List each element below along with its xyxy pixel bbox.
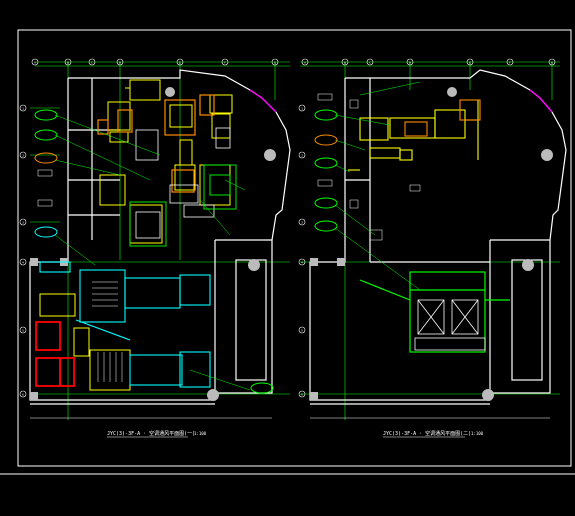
right-column-grid-bubbles: A B C D E F G <box>301 58 556 66</box>
right-row-bubble-5-circle <box>298 326 306 334</box>
left-grid-bubble-B-label: B <box>67 60 69 64</box>
left-equipment-tags <box>34 109 274 394</box>
right-floor-plan <box>300 61 567 420</box>
left-plan-scale: 1:100 <box>194 431 207 436</box>
left-row-bubble-2-circle <box>19 151 27 159</box>
left-grid-bubble-F-circle <box>221 58 229 66</box>
right-row-bubble-3-circle <box>298 218 306 226</box>
right-row-bubble-4-label: 4 <box>301 260 303 264</box>
right-grid-bubble-C-circle <box>366 58 374 66</box>
left-plan-title: JYC(3)-3F-A · 空调通风平面图(一) <box>107 430 195 437</box>
right-row-bubble-3-label: 3 <box>301 220 303 224</box>
left-grid-bubble-B-circle <box>64 58 72 66</box>
right-row-bubble-1-label: 1 <box>301 106 303 110</box>
left-row-bubble-1-label: 1 <box>22 106 24 110</box>
left-floor-plan <box>29 61 291 420</box>
left-grid-bubble-F-label: F <box>224 60 226 64</box>
right-chiller-units <box>414 299 486 351</box>
left-building-outline <box>29 69 291 405</box>
drawing-frame <box>17 29 572 467</box>
left-grid-bubble-G-label: G <box>274 60 276 64</box>
left-leader-lines <box>54 114 251 391</box>
right-grid-bubble-A-label: A <box>304 60 306 64</box>
right-plan-title: JYC(3)-3F-A · 空调通风平面图(二) <box>383 430 471 437</box>
left-grid-bubble-G-circle <box>271 58 279 66</box>
left-row-bubble-5-circle <box>19 326 27 334</box>
left-grid-bubble-A-circle <box>31 58 39 66</box>
left-duct-hatch <box>92 281 123 382</box>
right-grid-bubble-F-label: F <box>509 60 511 64</box>
right-small-fittings <box>349 99 421 241</box>
left-grid-bubble-D-label: D <box>119 60 121 64</box>
right-row-bubble-5-label: 5 <box>301 328 303 332</box>
right-columns <box>310 87 553 401</box>
right-row-grid-bubbles: 1 2 3 4 5 6 <box>298 104 306 398</box>
left-row-bubble-2-label: 2 <box>22 153 24 157</box>
left-grid-bubble-E-label: E <box>179 60 181 64</box>
left-return-ducts <box>39 261 211 388</box>
right-grid-bubble-G-circle <box>548 58 556 66</box>
left-grid-bubble-E-circle <box>176 58 184 66</box>
right-duct-fittings <box>404 99 481 137</box>
left-row-grid-bubbles: 1 2 3 4 5 6 <box>19 104 27 398</box>
left-row-bubble-4-circle <box>19 258 27 266</box>
right-grid-bubble-A-circle <box>301 58 309 66</box>
left-grid-bubble-C-label: C <box>91 60 93 64</box>
left-row-bubble-5-label: 5 <box>22 328 24 332</box>
left-grid-bubble-C-circle <box>88 58 96 66</box>
right-grid-bubble-D-label: D <box>409 60 411 64</box>
right-row-bubble-1-circle <box>298 104 306 112</box>
right-grid-bubble-D-circle <box>406 58 414 66</box>
left-red-equipment <box>35 321 75 387</box>
right-grid-bubble-E-circle <box>466 58 474 66</box>
right-plan-scale: 1:100 <box>471 431 484 436</box>
right-grid-bubble-B-circle <box>341 58 349 66</box>
left-ahu-equipment <box>97 94 215 193</box>
right-grid-bubble-F-circle <box>506 58 514 66</box>
left-grid-bubble-D-circle <box>116 58 124 66</box>
left-curtain-wall <box>249 89 277 113</box>
right-row-bubble-6-circle <box>298 390 306 398</box>
right-green-ducts <box>359 271 510 353</box>
right-grid-bubble-G-label: G <box>551 60 553 64</box>
left-fan-units <box>135 127 231 239</box>
right-leader-lines <box>334 81 421 291</box>
left-row-bubble-3-label: 3 <box>22 220 24 224</box>
left-column-grid-bubbles: A B C D E F G <box>31 58 279 66</box>
right-row-bubble-2-label: 2 <box>301 153 303 157</box>
right-row-bubble-4-circle <box>298 258 306 266</box>
left-row-bubble-3-circle <box>19 218 27 226</box>
right-equipment-tags <box>314 93 338 232</box>
right-row-bubble-6-label: 6 <box>301 392 303 396</box>
left-row-bubble-1-circle <box>19 104 27 112</box>
right-building-outline <box>309 69 567 405</box>
right-grid-bubble-B-label: B <box>344 60 346 64</box>
right-grid-bubble-E-label: E <box>469 60 471 64</box>
right-curtain-wall <box>529 89 553 113</box>
left-row-bubble-4-label: 4 <box>22 260 24 264</box>
left-grid-bubble-A-label: A <box>34 60 36 64</box>
left-row-bubble-6-label: 6 <box>22 392 24 396</box>
left-grid-lines <box>30 61 290 420</box>
left-row-bubble-6-circle <box>19 390 27 398</box>
right-grid-bubble-C-label: C <box>369 60 371 64</box>
right-supply-ducts <box>348 100 479 171</box>
left-green-equipment <box>129 164 237 247</box>
right-row-bubble-2-circle <box>298 151 306 159</box>
